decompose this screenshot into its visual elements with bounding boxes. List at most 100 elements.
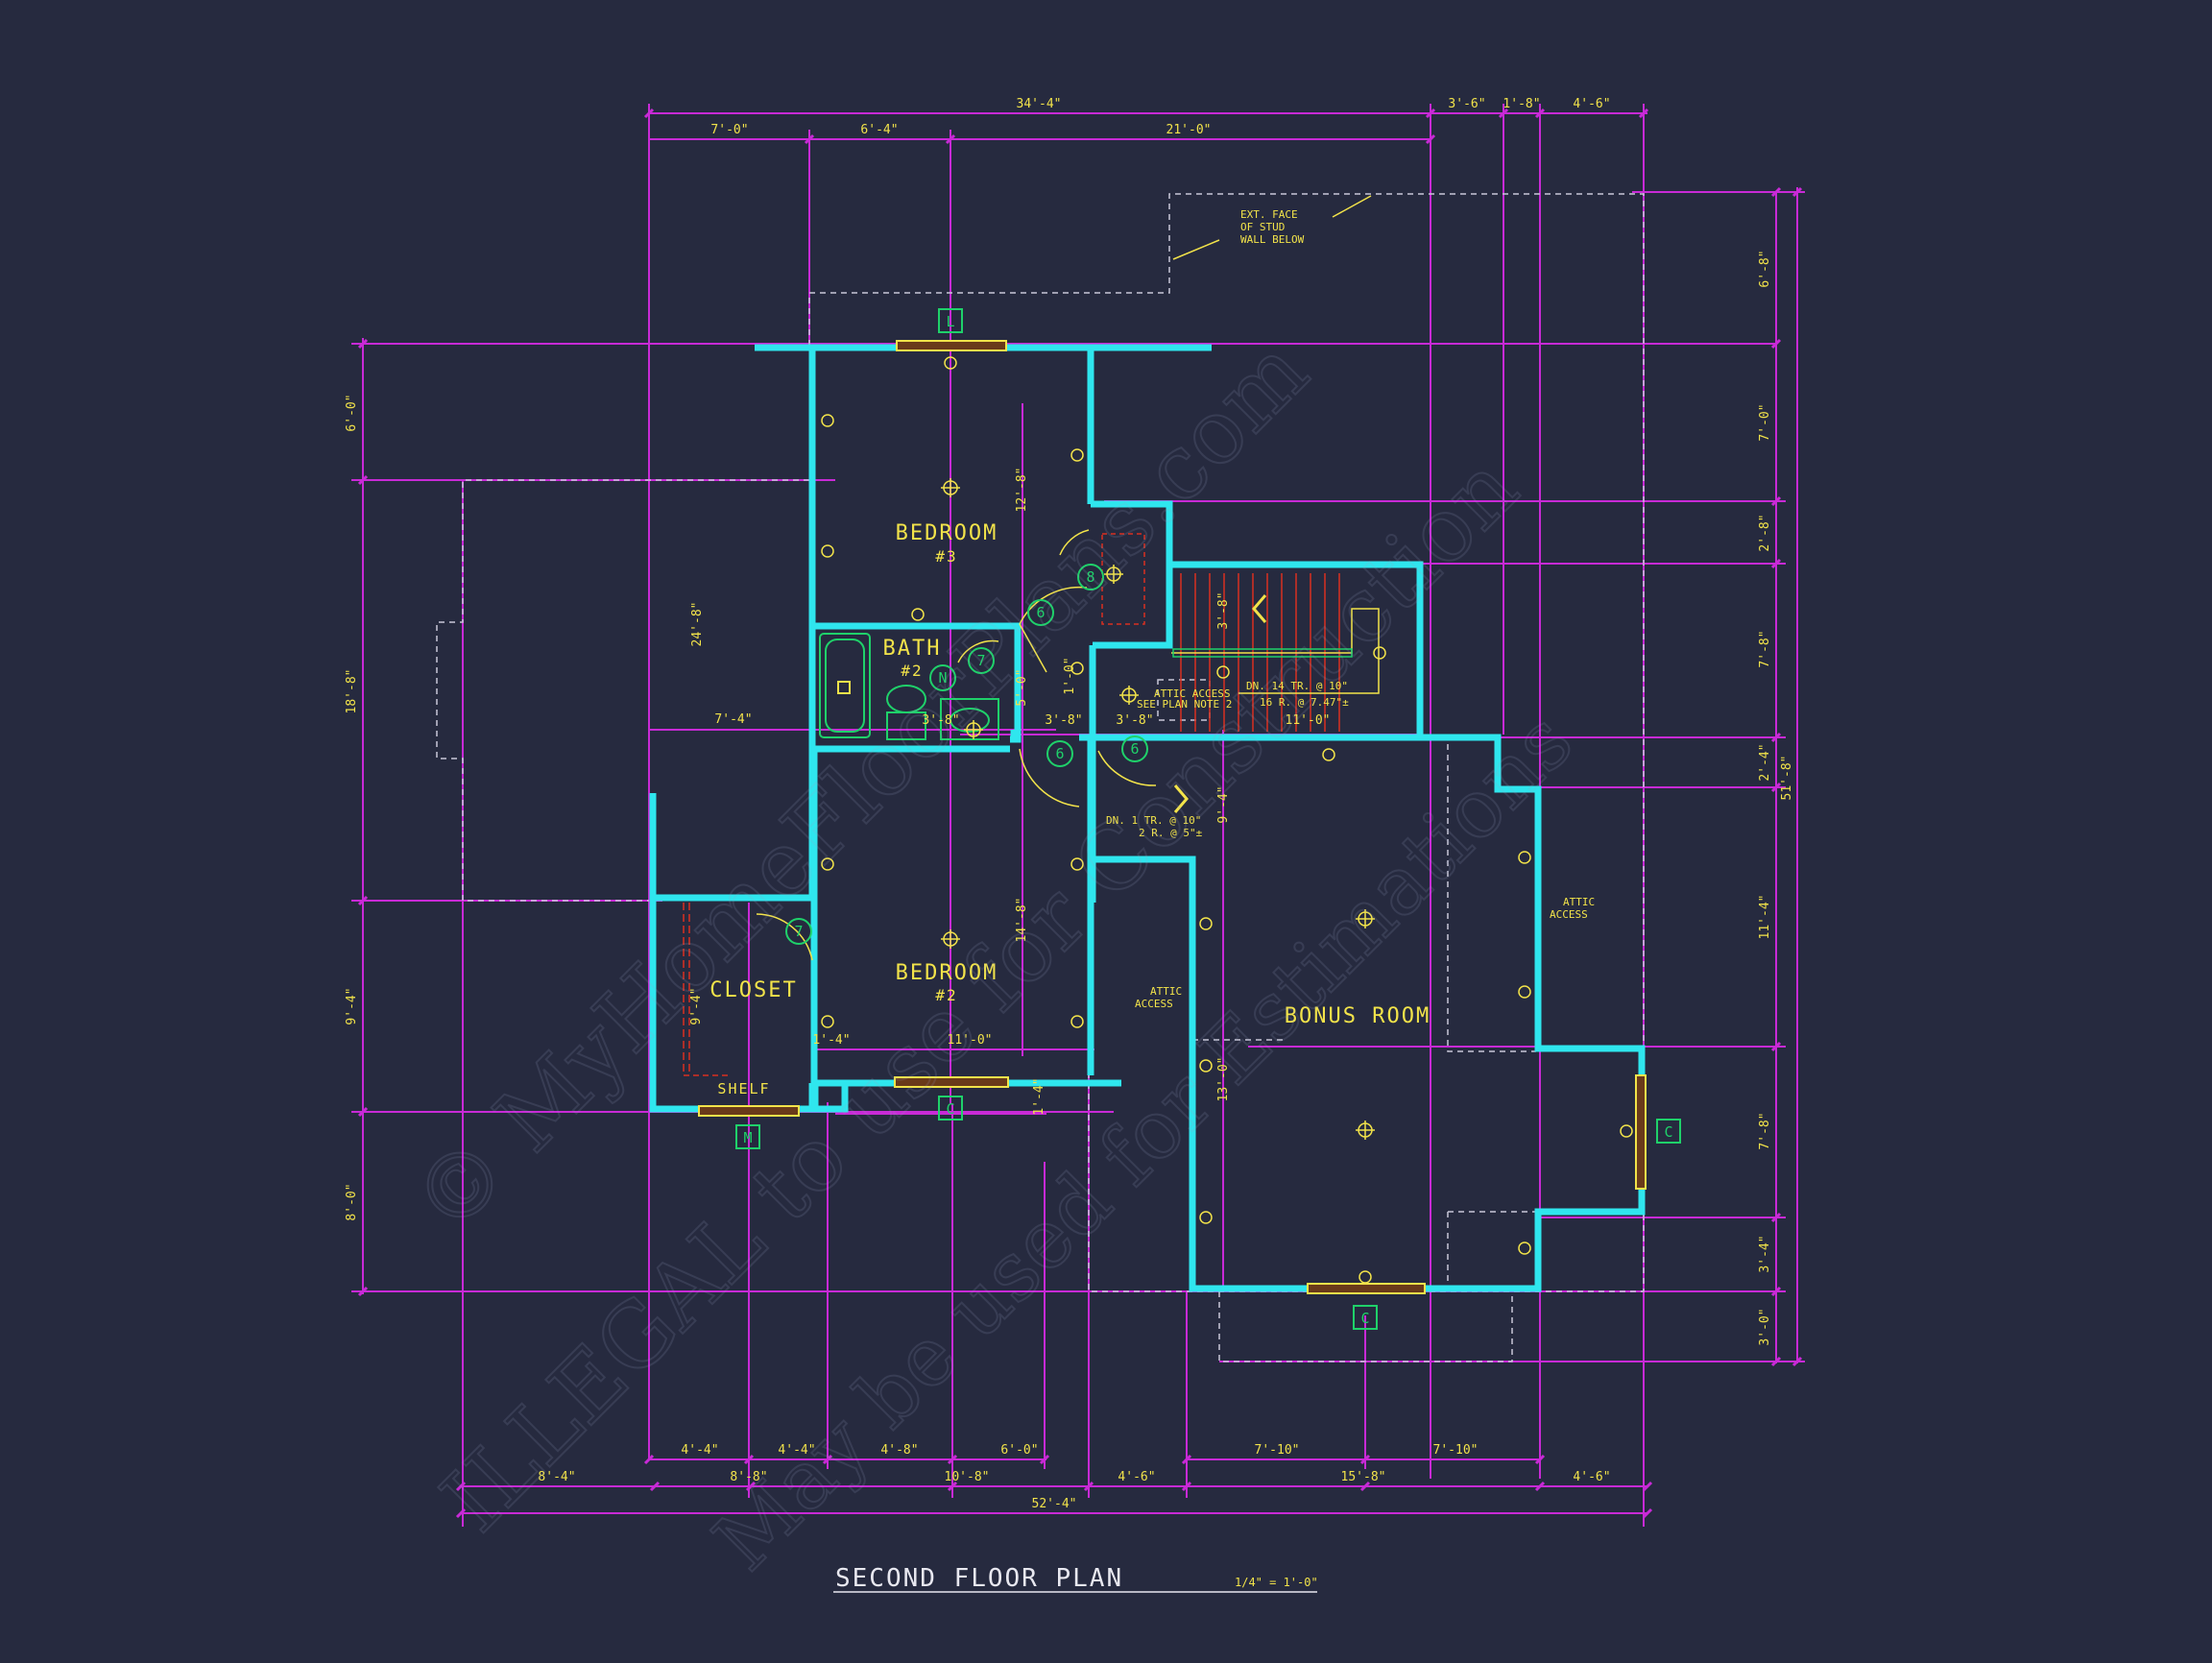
dim-bottom-row1: 7'-10" (1433, 1443, 1479, 1458)
dim-bottom-row1: 6'-0" (1000, 1443, 1038, 1458)
note-ext-face: WALL BELOW (1240, 233, 1305, 246)
dim-bottom-row1: 7'-10" (1255, 1443, 1300, 1458)
dim-interior: 3'-8" (1116, 713, 1153, 728)
interior-walls-thin (813, 730, 1016, 1106)
note-leader-line-2 (1172, 239, 1220, 260)
note-attic-access-stair: SEE PLAN NOTE 2 (1137, 698, 1232, 711)
dim-right-overall: 51'-8" (1780, 756, 1794, 801)
dim-bottom-row1: 4'-8" (880, 1443, 918, 1458)
dim-interior: 14'-8" (1015, 898, 1029, 943)
watermark: © MyHomeFloorPlans.com ILLEGAL to use fo… (393, 319, 1592, 1589)
dimension-labels-left: 6'-0" 18'-8" 9'-4" 8'-0" (345, 394, 359, 1220)
room-number-bath: #2 (901, 662, 923, 680)
room-label-bonus: BONUS ROOM (1285, 1004, 1431, 1028)
room-number-bedroom3: #3 (935, 547, 957, 566)
room-labels: BEDROOM #3 BATH #2 BEDROOM #2 CLOSET SHE… (709, 521, 1431, 1097)
dim-interior: 9'-4" (689, 987, 704, 1024)
dim-right: 7'-8" (1758, 630, 1772, 667)
dim-bottom-row2: 8'-4" (538, 1470, 575, 1484)
dim-interior: 3'-8" (1045, 713, 1082, 728)
dim-bottom-row1: 4'-4" (681, 1443, 718, 1458)
tag-labels: L C M C C 6 6 6 7 7 8 N (743, 313, 1672, 1327)
door-tag-closet: 7 (794, 923, 803, 940)
note-attic-access-left: ATTIC (1150, 985, 1182, 998)
dim-left: 8'-0" (345, 1183, 359, 1220)
dim-bottom-row2: 4'-6" (1118, 1470, 1155, 1484)
dim-interior: 11'-0" (1286, 713, 1331, 728)
dim-interior: 1'-4" (812, 1033, 850, 1048)
stair-handrail (1171, 594, 1386, 813)
room-label-closet: CLOSET (709, 978, 797, 1002)
dim-bottom-row2: 15'-8" (1341, 1470, 1386, 1484)
door-tag: 6 (1036, 604, 1045, 621)
room-label-shelf: SHELF (717, 1080, 770, 1097)
dim-right: 7'-8" (1758, 1112, 1772, 1149)
plan-scale: 1/4" = 1'-0" (1235, 1576, 1318, 1589)
window-tag-top-box (938, 308, 963, 333)
dimension-labels-bottom: 4'-4" 4'-4" 4'-8" 6'-0" 7'-10" 7'-10" 8'… (538, 1443, 1610, 1511)
dim-bottom-row2: 10'-8" (945, 1470, 990, 1484)
dim-interior: 1'-4" (1032, 1077, 1046, 1115)
dim-bottom-row1: 4'-4" (778, 1443, 815, 1458)
dim-top-overall: 34'-4" (1017, 97, 1062, 111)
dim-top-seg1: 7'-0" (710, 123, 748, 137)
dim-interior: 7'-4" (714, 712, 752, 727)
dim-right: 6'-8" (1758, 250, 1772, 287)
dim-left: 18'-8" (345, 669, 359, 714)
note-attic-access-right: ATTIC (1563, 896, 1595, 908)
dim-top-right-a: 3'-6" (1448, 97, 1485, 111)
note-attic-access-left: ACCESS (1135, 998, 1173, 1010)
note-ext-face: OF STUD (1240, 221, 1285, 233)
note-step-down: DN. 1 TR. @ 10" (1106, 814, 1201, 827)
window-tag-closet-box (735, 1124, 760, 1149)
dim-right: 2'-8" (1758, 514, 1772, 551)
dim-top-seg2: 6'-4" (860, 123, 898, 137)
door-tag-linen: 8 (1086, 568, 1094, 586)
dim-top-right-b: 1'-8" (1503, 97, 1540, 111)
note-ext-face: EXT. FACE (1240, 208, 1298, 221)
door-tag: 6 (1130, 740, 1139, 758)
window-tag-bedroom2-box (938, 1096, 963, 1121)
note-step-down: 2 R. @ 5"± (1139, 827, 1203, 839)
room-number-bedroom2: #2 (935, 986, 957, 1004)
room-label-bath: BATH (883, 637, 942, 661)
bath-fixtures (819, 633, 999, 740)
plan-title: SECOND FLOOR PLAN (835, 1564, 1123, 1593)
dim-interior: 1'-0" (1063, 657, 1077, 694)
dim-top-seg3: 21'-0" (1166, 123, 1212, 137)
window-tag-top: L (946, 313, 954, 330)
note-stair-down: DN. 14 TR. @ 10" (1246, 680, 1348, 692)
annotations: EXT. FACE OF STUD WALL BELOW ATTIC ACCES… (1106, 208, 1595, 1010)
dim-right: 2'-4" (1758, 743, 1772, 781)
note-stair-down: 16 R. @ 7.47"± (1260, 696, 1349, 709)
door-swings (756, 529, 1157, 961)
dim-interior: 3'-8" (1216, 591, 1231, 629)
dim-right: 3'-4" (1758, 1235, 1772, 1272)
dimension-labels-top: 34'-4" 3'-6" 1'-8" 4'-6" 7'-0" 6'-4" 21'… (710, 97, 1610, 137)
dim-right: 11'-4" (1758, 895, 1772, 940)
window-tag-bonus-right-box (1656, 1119, 1681, 1144)
dim-interior: 3'-8" (922, 713, 959, 728)
dimension-labels-interior: 12'-8" 24'-8" 7'-4" 3'-8" 3'-8" 3'-8" 14… (689, 468, 1330, 1116)
electrical-symbols (821, 356, 1633, 1284)
dim-bottom-row2: 8'-8" (730, 1470, 767, 1484)
tags (735, 308, 1681, 1330)
dim-interior: 5'-0" (1015, 668, 1029, 706)
note-attic-access-right: ACCESS (1550, 908, 1588, 921)
dim-right: 3'-0" (1758, 1308, 1772, 1345)
dim-interior: 13'-0" (1216, 1057, 1231, 1102)
dim-interior: 9'-4" (1216, 785, 1231, 823)
note-attic-access-stair: ATTIC ACCESS (1154, 687, 1230, 700)
dim-interior: 11'-0" (948, 1033, 993, 1048)
dim-left: 6'-0" (345, 394, 359, 431)
dim-left: 9'-4" (345, 987, 359, 1024)
window-tag-bedroom2: C (946, 1100, 954, 1118)
room-label-bedroom2: BEDROOM (896, 961, 998, 985)
dimension-ticks (357, 108, 1803, 1519)
north-arrow-tag: N (938, 669, 947, 687)
window-tag-closet: M (743, 1129, 752, 1146)
dim-interior: 24'-8" (690, 602, 705, 647)
windows (698, 340, 1647, 1294)
room-label-bedroom3: BEDROOM (896, 521, 998, 545)
